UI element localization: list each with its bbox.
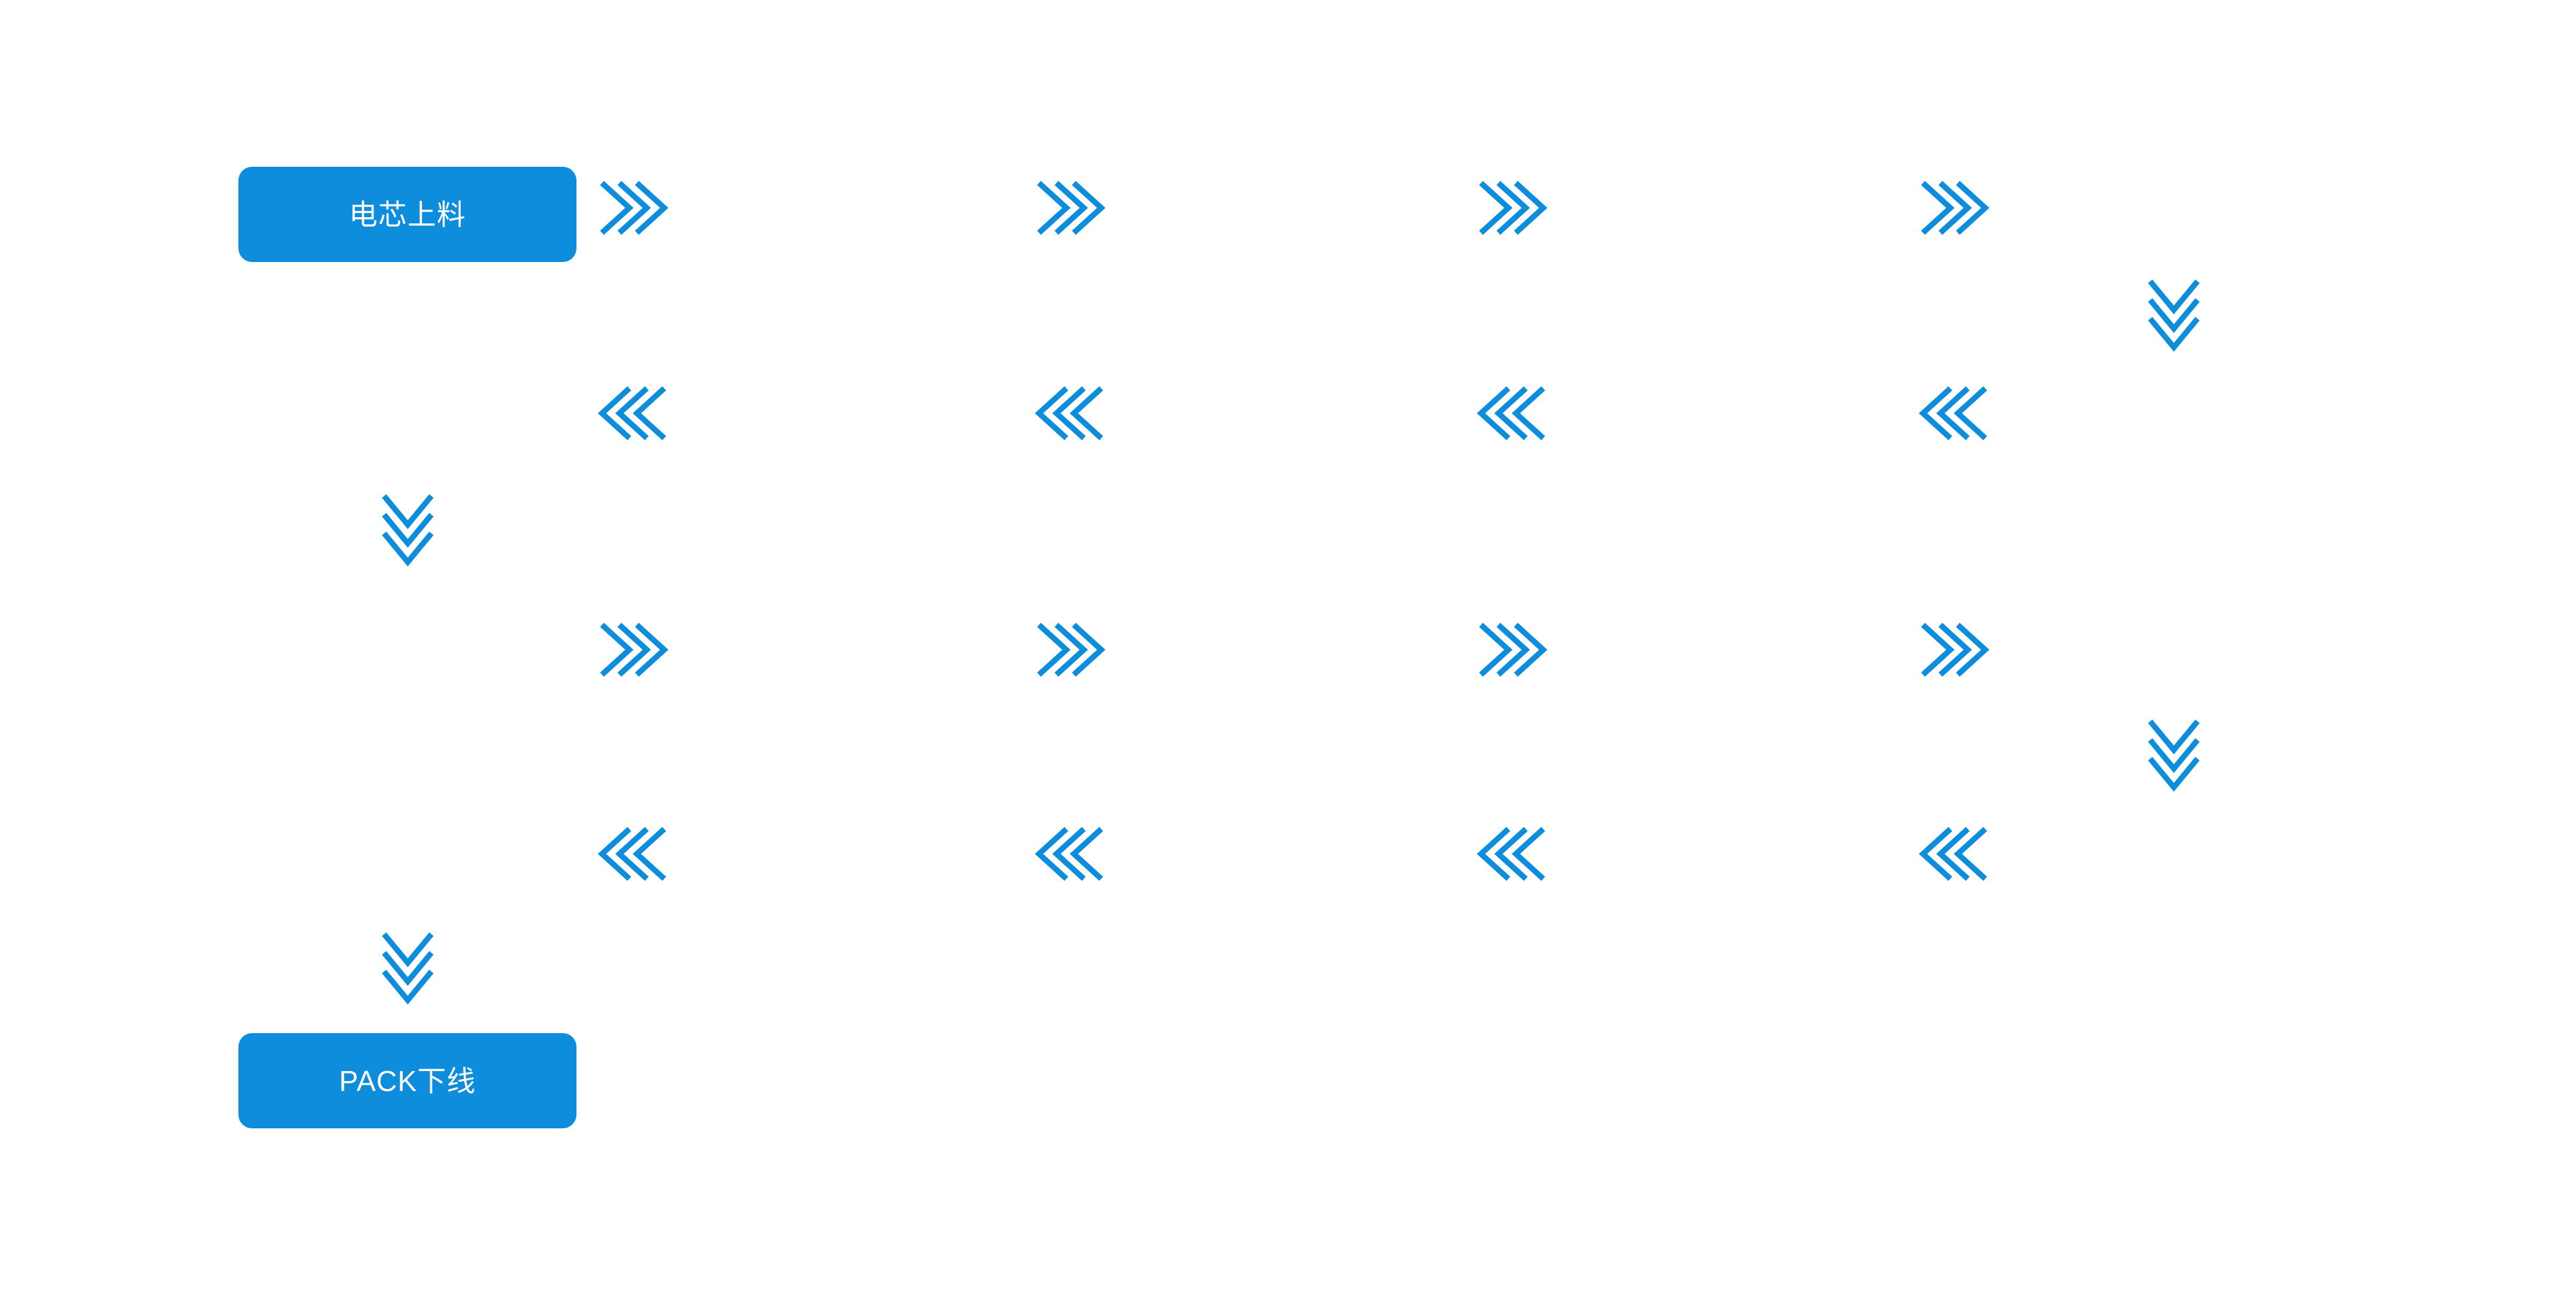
chevron-left-triple: [1919, 386, 1988, 441]
chevron-right-triple: [1478, 180, 1548, 235]
chevron-right-triple: [599, 622, 669, 677]
chevron-down-triple: [2148, 719, 2202, 798]
chevron-down-triple: [382, 932, 436, 1011]
chevron-right-triple: [1037, 180, 1106, 235]
stage-button-end[interactable]: PACK下线: [238, 1033, 576, 1128]
chevron-down-triple: [2148, 279, 2202, 358]
chevron-right-triple: [1920, 180, 1990, 235]
chevron-right-triple: [1037, 622, 1106, 677]
chevron-left-triple: [1035, 386, 1104, 441]
chevron-left-triple: [598, 826, 667, 881]
chevron-left-triple: [1035, 826, 1104, 881]
chevron-right-triple: [599, 180, 669, 235]
chevron-left-triple: [1919, 826, 1988, 881]
chevron-down-triple: [382, 494, 436, 573]
chevron-left-triple: [598, 386, 667, 441]
chevron-right-triple: [1920, 622, 1990, 677]
stage-button-start[interactable]: 电芯上料: [238, 167, 576, 262]
chevron-left-triple: [1477, 386, 1546, 441]
chevron-right-triple: [1478, 622, 1548, 677]
chevron-left-triple: [1477, 826, 1546, 881]
